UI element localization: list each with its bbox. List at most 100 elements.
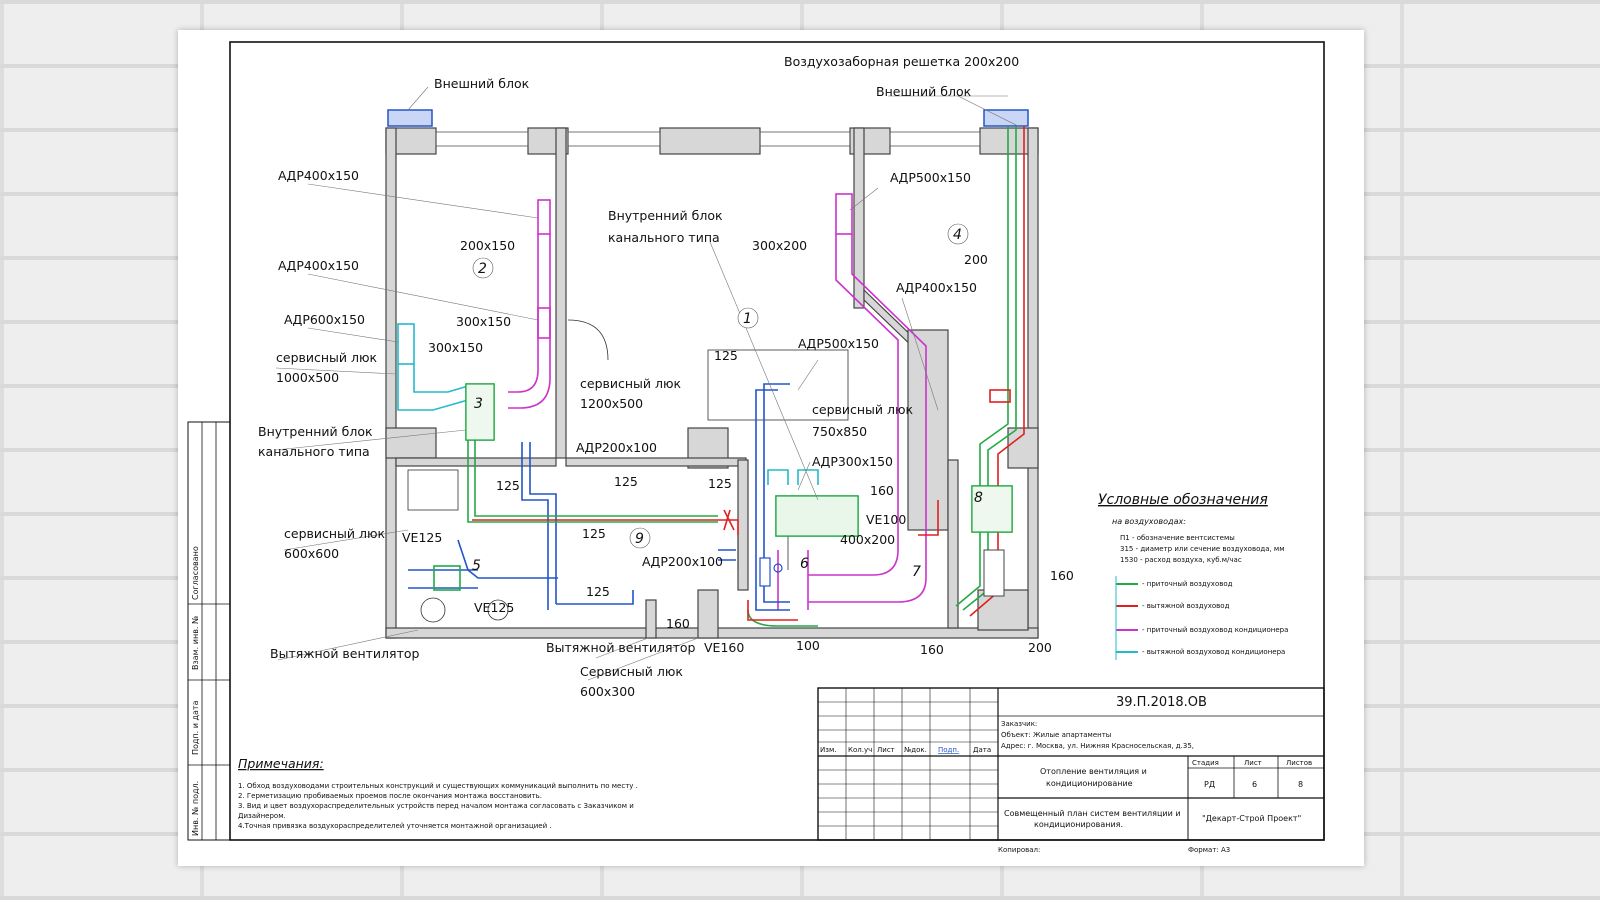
- label-service-hatch-750: сервисный люк: [812, 402, 914, 417]
- label-ve125-b: VE125: [474, 600, 514, 615]
- floor-plan-drawing: Согласовано Взам. инв. № Подп. и дата Ин…: [187, 41, 1325, 854]
- label-d125-c: 125: [614, 474, 638, 489]
- stamp-col-podp: Подп.: [938, 746, 959, 754]
- stamp-sheet-header: Лист: [1244, 759, 1262, 767]
- label-service-hatch-750-size: 750х850: [812, 424, 867, 439]
- diagram-labels: Внешний блок Воздухозаборная решетка 200…: [258, 54, 1074, 699]
- stamp-format: Формат: А3: [1188, 846, 1230, 854]
- indoor-unit-center: [775, 495, 859, 537]
- legend-item-ac-exhaust: - вытяжной воздуховод кондиционера: [1142, 648, 1285, 656]
- indoor-unit-right: [971, 485, 1013, 533]
- stamp-col-izm: Изм.: [820, 746, 836, 754]
- stamp-sheets-header: Листов: [1286, 759, 1312, 767]
- legend-note-1: П1 - обозначение вентсистемы: [1120, 534, 1235, 542]
- label-dim-300-200: 300х200: [752, 238, 807, 253]
- zone-8: 8: [974, 490, 983, 506]
- label-d125-a: 125: [714, 348, 738, 363]
- stamp-stage-header: Стадия: [1192, 759, 1219, 767]
- legend-item-ac-supply: - приточный воздуховод кондиционера: [1142, 626, 1288, 634]
- diffuser-circle: [773, 563, 783, 573]
- stamp-customer: Заказчик:: [1001, 720, 1037, 728]
- stamp-plan-2: кондиционирования.: [1034, 820, 1123, 829]
- label-air-intake: Воздухозаборная решетка 200х200: [784, 54, 1019, 69]
- stamp-sheet-value: 6: [1252, 780, 1257, 789]
- stamp-object: Объект: Жилые апартаменты: [1001, 731, 1111, 739]
- label-ve100: VE100: [866, 512, 906, 527]
- label-outdoor-unit-left: Внешний блок: [434, 76, 530, 91]
- label-service-hatch-1000: сервисный люк: [276, 350, 378, 365]
- legend-note-3: 1530 - расход воздуха, куб.м/час: [1120, 556, 1242, 564]
- zone-9: 9: [635, 531, 644, 547]
- label-d125-d: 125: [708, 476, 732, 491]
- label-ve160: VE160: [704, 640, 744, 655]
- side-stamp-sign: Подп. и дата: [191, 700, 200, 755]
- label-indoor-unit-left-type: канального типа: [258, 444, 370, 459]
- label-d160-a: 160: [666, 616, 690, 631]
- exhaust-ducts: [472, 126, 1025, 621]
- label-adr-400-150-c: АДР400х150: [896, 280, 977, 295]
- stamp-copied: Копировал:: [998, 846, 1040, 854]
- label-adr-500-150-a: АДР500х150: [890, 170, 971, 185]
- exhaust-fan-center-box: [759, 557, 771, 587]
- leader-lines: [275, 86, 1019, 681]
- stamp-col-kol: Кол.уч: [848, 746, 872, 754]
- label-service-hatch-600-size: 600х600: [284, 546, 339, 561]
- note-line-3: 3. Вид и цвет воздухораспределительных у…: [238, 802, 634, 810]
- note-line-4: Дизайнером.: [238, 812, 286, 820]
- zone-7: 7: [912, 564, 921, 580]
- ac-supply-ducts: [508, 193, 927, 610]
- vent-exhaust-ducts: [408, 383, 790, 611]
- outdoor-unit-left: [387, 109, 433, 127]
- indoor-unit-left: [465, 383, 495, 441]
- ac-exhaust-ducts: [397, 323, 819, 485]
- label-d125-f: 125: [586, 584, 610, 599]
- label-service-hatch-1200: сервисный люк: [580, 376, 682, 391]
- stamp-plan-1: Совмещенный план систем вентиляции и: [1004, 809, 1181, 818]
- label-d200-b: 200: [1028, 640, 1052, 655]
- zone-5: 5: [472, 558, 481, 574]
- label-adr-600-150: АДР600х150: [284, 312, 365, 327]
- label-adr-200-100-b: АДР200х100: [642, 554, 723, 569]
- label-d125-e: 125: [582, 526, 606, 541]
- note-line-5: 4.Точная привязка воздухораспределителей…: [238, 822, 552, 830]
- label-adr-500-150-b: АДР500х150: [798, 336, 879, 351]
- title-block: 39.П.2018.ОВ Заказчик: Объект: Жилые апа…: [817, 687, 1325, 854]
- label-service-hatch-600-300: Сервисный люк: [580, 664, 683, 679]
- drawing-sheet: Согласовано Взам. инв. № Подп. и дата Ин…: [178, 30, 1364, 866]
- legend: Условные обозначения на воздуховодах: П1…: [1098, 492, 1288, 660]
- label-d160-d: 160: [920, 642, 944, 657]
- legend-item-exhaust: - вытяжной воздуховод: [1142, 602, 1230, 610]
- label-adr-300-150: АДР300х150: [812, 454, 893, 469]
- label-indoor-unit-center-type: канального типа: [608, 230, 720, 245]
- exhaust-fan-box: [983, 549, 1005, 597]
- label-adr-200-100-a: АДР200х100: [576, 440, 657, 455]
- label-outdoor-unit-right: Внешний блок: [876, 84, 972, 99]
- label-service-hatch-1200-size: 1200х500: [580, 396, 643, 411]
- label-exhaust-fan-left: Вытяжной вентилятор: [270, 646, 419, 661]
- side-stamp-agreed: Согласовано: [191, 546, 200, 600]
- legend-subtitle: на воздуховодах:: [1112, 517, 1186, 526]
- label-adr-400-150-a: АДР400х150: [278, 168, 359, 183]
- building-walls: [385, 127, 1039, 639]
- label-indoor-unit-center: Внутренний блок: [608, 208, 723, 223]
- side-stamp-replace: Взам. инв. №: [191, 615, 200, 670]
- note-line-2: 2. Герметизацию пробиваемых проемов посл…: [238, 792, 542, 800]
- label-service-hatch-600-300-size: 600х300: [580, 684, 635, 699]
- label-service-hatch-600: сервисный люк: [284, 526, 386, 541]
- label-service-hatch-1000-size: 1000х500: [276, 370, 339, 385]
- label-exhaust-fan-center: Вытяжной вентилятор: [546, 640, 695, 655]
- label-indoor-unit-left: Внутренний блок: [258, 424, 373, 439]
- side-stamp: Согласовано Взам. инв. № Подп. и дата Ин…: [187, 421, 231, 841]
- label-d125-b: 125: [496, 478, 520, 493]
- stamp-code: 39.П.2018.ОВ: [1116, 695, 1207, 710]
- stamp-stage-value: РД: [1204, 780, 1215, 789]
- zone-4: 4: [953, 227, 962, 243]
- stamp-section-1: Отопление вентиляция и: [1040, 767, 1147, 776]
- notes-block: Примечания: 1. Обход воздуховодами строи…: [238, 756, 638, 830]
- stamp-col-date: Дата: [973, 746, 991, 754]
- stamp-col-doc: №док.: [904, 746, 927, 754]
- legend-item-supply: - приточный воздуховод: [1142, 580, 1233, 588]
- label-d160-b: 160: [870, 483, 894, 498]
- notes-title: Примечания:: [238, 756, 324, 771]
- label-ve125-a: VE125: [402, 530, 442, 545]
